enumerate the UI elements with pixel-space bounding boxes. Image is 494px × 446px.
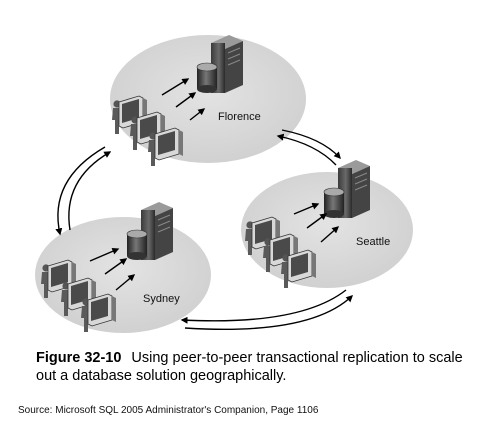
seattle-label: Seattle [356,236,390,248]
sydney-label: Sydney [143,293,180,305]
figure-caption-text: Using peer-to-peer transactional replica… [36,350,463,384]
replication-arrows [55,129,354,331]
florence-label: Florence [218,111,261,123]
florence-workstation-icon [147,127,184,167]
replication-diagram: Florence Seattle Sydney [35,34,413,333]
sydney-server-icon [126,201,174,261]
seattle-sync-arrows [293,202,340,243]
seattle-server-icon [323,159,371,219]
sydney-sync-arrows [89,247,136,291]
florence-sync-arrows [161,78,206,121]
source-citation: Source: Microsoft SQL 2005 Administrator… [18,405,319,416]
figure-number: Figure 32-10 [36,350,122,366]
